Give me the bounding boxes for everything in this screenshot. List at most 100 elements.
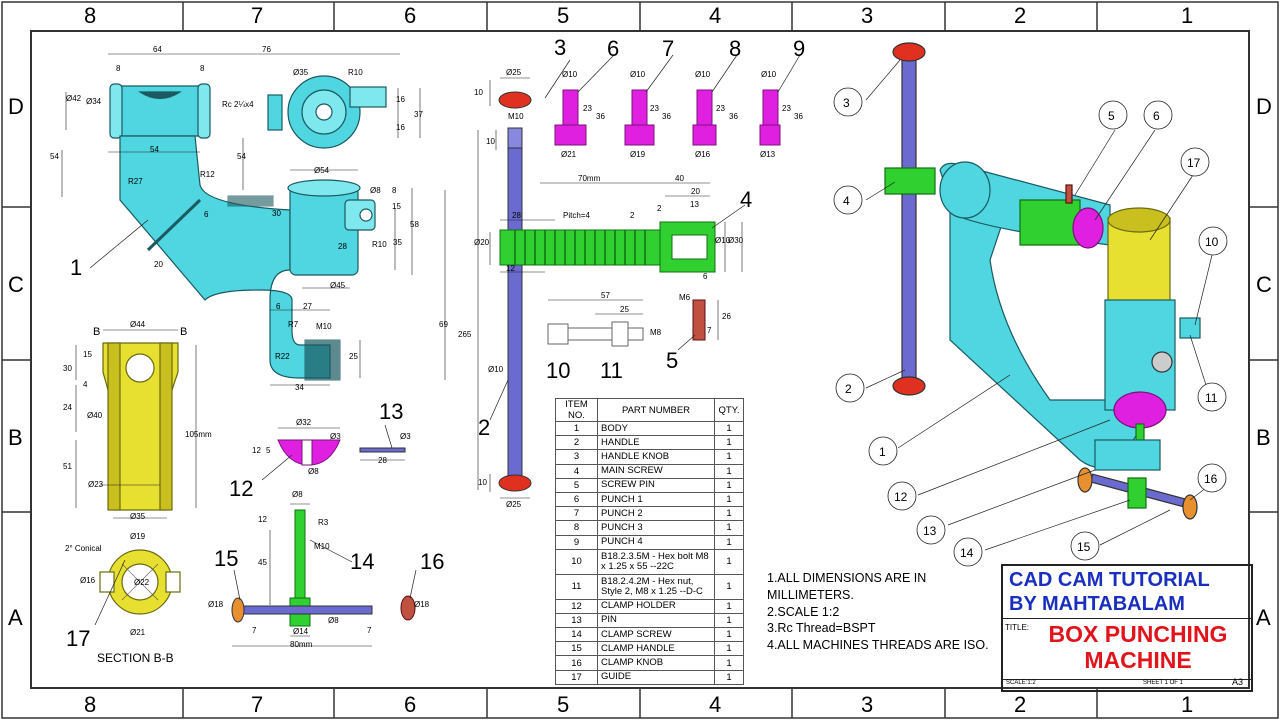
dim-punch1-base: Ø21 <box>561 150 577 159</box>
bom-qty: 1 <box>714 598 744 614</box>
balloon-15: 15 <box>1077 540 1091 554</box>
dim-body-54a: 54 <box>50 152 59 161</box>
dim-pin5-7: 7 <box>707 326 712 335</box>
dim-body-d34: Ø34 <box>86 97 102 106</box>
dim-guide-24: 24 <box>63 403 72 412</box>
zone-row-d-right: D <box>1256 94 1272 119</box>
zone-col-3-bottom: 3 <box>861 692 874 717</box>
dim-handle-d10: Ø10 <box>488 365 504 374</box>
dim-body-54b: 54 <box>150 145 159 154</box>
bom-item-no: 9 <box>555 534 598 550</box>
dim-body-25: 25 <box>349 352 358 361</box>
dim-screw-20: 20 <box>691 187 700 196</box>
dim-cs-d18b: Ø18 <box>414 600 430 609</box>
note-2: 2.SCALE 1:2 <box>767 604 840 619</box>
note-1: 1.ALL DIMENSIONS ARE IN MILLIMETERS. <box>767 571 927 602</box>
zone-col-7-top: 7 <box>251 3 264 28</box>
dim-screw-d20: Ø20 <box>474 238 490 247</box>
dim-body-r27: R27 <box>128 177 143 186</box>
dim-cs-12: 12 <box>258 515 267 524</box>
bom-item-no: 14 <box>555 627 598 643</box>
scale-label: SCALE:1:2 <box>1006 680 1036 686</box>
dim-body-d45: Ø45 <box>330 281 346 290</box>
dim-body-8b: 8 <box>200 64 205 73</box>
bom-part-number: BODY <box>597 420 715 437</box>
callout-10: 10 <box>546 358 571 383</box>
dim-screw-2b: 2 <box>657 204 662 213</box>
dim-screw-28: 28 <box>512 211 521 220</box>
handle-view <box>498 91 532 492</box>
bom-qty: 1 <box>714 669 744 685</box>
dim-body-34: 34 <box>295 383 304 392</box>
callout-8: 8 <box>729 36 742 61</box>
dim-cs-7b: 7 <box>367 626 372 635</box>
balloons <box>833 87 1228 567</box>
dim-punch4-d: Ø10 <box>761 70 777 79</box>
dim-guide-15: 15 <box>83 350 92 359</box>
dim-guide-d40: Ø40 <box>87 411 103 420</box>
bom-qty: 1 <box>714 520 744 536</box>
bom-header-qty: QTY. <box>714 398 744 422</box>
zone-col-6-bottom: 6 <box>404 692 417 717</box>
dim-handle-m10: M10 <box>508 112 524 121</box>
title-block: CAD CAM TUTORIAL BY MAHTABALAM TITLE: BO… <box>1001 564 1253 692</box>
dim-body-54c: 54 <box>237 152 246 161</box>
bom-item-no: 1 <box>555 420 598 437</box>
dim-guide-d23: Ø23 <box>88 480 104 489</box>
bom-part-number: CLAMP SCREW <box>597 627 715 643</box>
bom-part-number: CLAMP HANDLE <box>597 641 715 657</box>
dim-punch4-h1: 23 <box>782 104 791 113</box>
bom-qty: 1 <box>714 641 744 657</box>
dim-body-15: 15 <box>392 202 401 211</box>
dim-body-r10b: R10 <box>372 240 387 249</box>
bom-item-no: 11 <box>555 573 598 600</box>
dim-punch3-h2: 36 <box>729 112 738 121</box>
dim-body-d35: Ø35 <box>293 68 309 77</box>
balloon-3: 3 <box>843 96 850 110</box>
dim-cs-d14: Ø14 <box>293 627 309 636</box>
dim-guide-d44: Ø44 <box>130 320 146 329</box>
title-separator <box>1003 618 1251 619</box>
dim-body-d42: Ø42 <box>66 94 82 103</box>
callout-12: 12 <box>229 476 254 501</box>
zone-col-1-top: 1 <box>1181 3 1194 28</box>
zone-row-b-right: B <box>1256 425 1271 450</box>
dim-bolt-57: 57 <box>601 291 610 300</box>
bom-item-no: 3 <box>555 449 598 465</box>
callout-16: 16 <box>420 549 445 574</box>
dim-body-r10a: R10 <box>348 68 363 77</box>
dim-handle-10: 10 <box>486 137 495 146</box>
callout-17: 17 <box>66 626 91 651</box>
dim-holder-12: 12 <box>252 446 261 455</box>
dim-body-6b: 6 <box>204 210 209 219</box>
bom-part-number: PUNCH 3 <box>597 520 715 536</box>
zone-row-b-left: B <box>8 425 23 450</box>
assembly-3d <box>884 42 1201 520</box>
dim-screw-40: 40 <box>675 174 684 183</box>
balloon-1: 1 <box>879 445 886 459</box>
drawing-title: BOX PUNCHING MACHINE <box>1048 621 1228 673</box>
author-line-2: BY MAHTABALAM <box>1009 593 1185 615</box>
callout-1: 1 <box>70 255 83 280</box>
dim-body-69: 69 <box>439 320 448 329</box>
dim-handle-10b: 10 <box>478 478 487 487</box>
dim-cs-d18a: Ø18 <box>208 600 224 609</box>
balloon-14: 14 <box>960 546 974 560</box>
title-bottom-separator <box>1003 679 1251 680</box>
balloon-11: 11 <box>1205 391 1218 405</box>
dim-cs-45: 45 <box>258 558 267 567</box>
zone-row-a-left: A <box>8 605 23 630</box>
zone-col-4-bottom: 4 <box>709 692 722 717</box>
dim-body-16a: 16 <box>396 95 405 104</box>
dim-punch4-h2: 36 <box>794 112 803 121</box>
pin-13 <box>359 447 406 453</box>
